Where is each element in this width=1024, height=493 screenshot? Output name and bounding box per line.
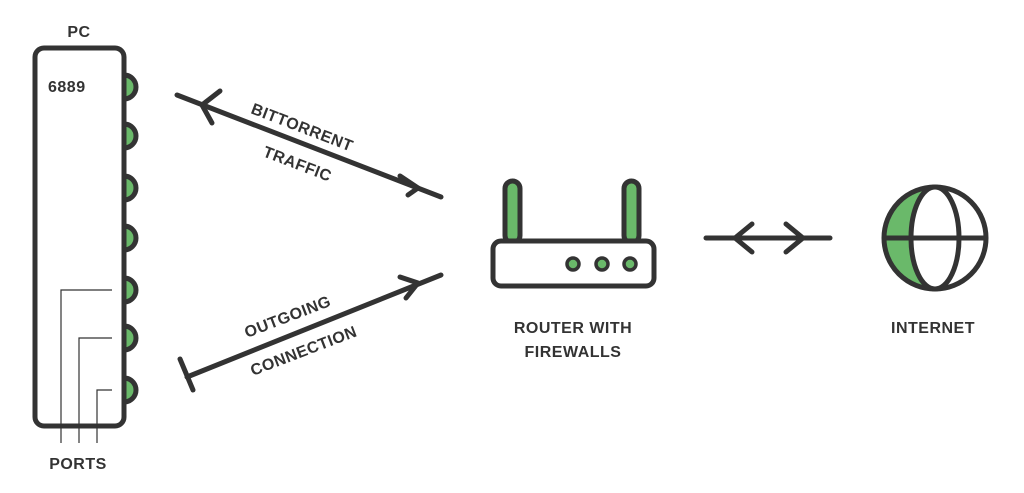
antenna-icon	[621, 178, 642, 246]
router-led	[565, 256, 581, 272]
bittorrent-traffic-arrow: BITTORRENT TRAFFIC	[174, 88, 444, 200]
router: ROUTER WITH FIREWALLS	[490, 178, 657, 361]
globe-icon	[881, 184, 989, 292]
antenna-icon	[502, 178, 523, 246]
router-label-line2: FIREWALLS	[525, 344, 622, 361]
ports-label: PORTS	[49, 456, 107, 473]
router-led	[594, 256, 610, 272]
internet-label: INTERNET	[891, 320, 975, 337]
pc: PC 6889 PORTS	[32, 24, 139, 473]
outgoing-connection-arrow: OUTGOING CONNECTION	[177, 272, 444, 393]
port-number-label: 6889	[48, 79, 86, 96]
router-label-line1: ROUTER WITH	[514, 320, 632, 337]
pc-label: PC	[67, 24, 90, 41]
router-led	[622, 256, 638, 272]
double-arrow-icon	[703, 221, 833, 255]
port-leader-lines	[60, 289, 112, 443]
